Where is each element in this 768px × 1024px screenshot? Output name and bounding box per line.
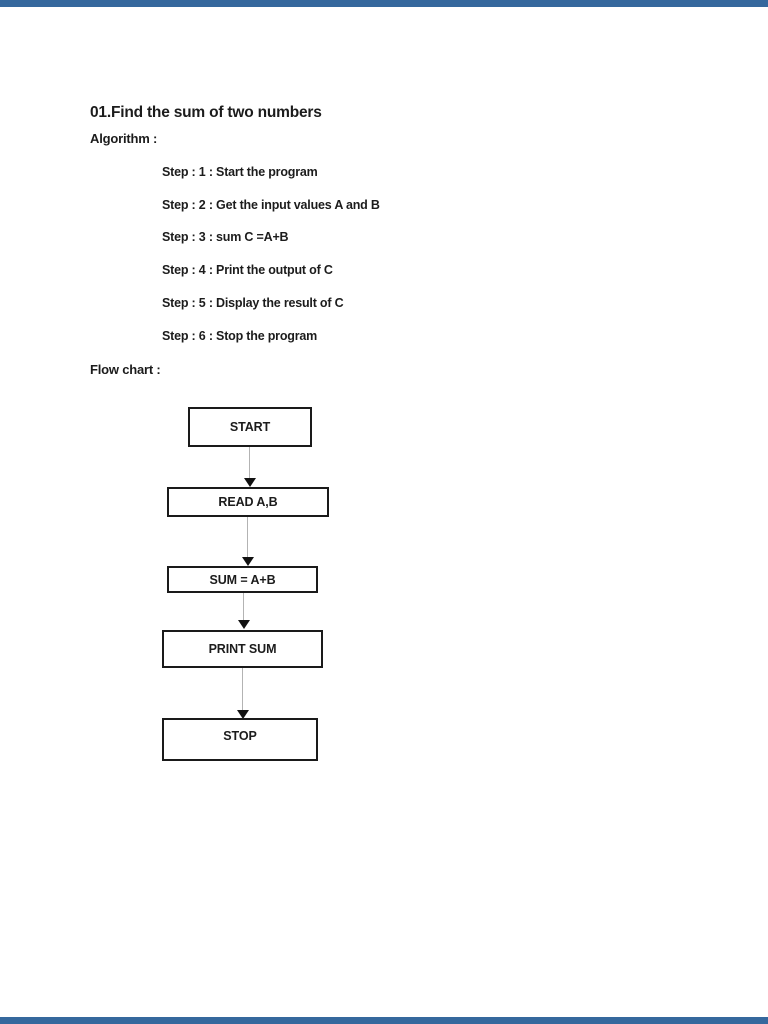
viewer-background-strip-bottom <box>0 1017 768 1024</box>
algorithm-step: Step : 2 : Get the input values A and B <box>162 198 380 212</box>
arrow-down-icon <box>244 478 256 487</box>
algorithm-step: Step : 4 : Print the output of C <box>162 263 333 277</box>
viewer-background-strip-top <box>0 0 768 7</box>
algorithm-step: Step : 5 : Display the result of C <box>162 296 344 310</box>
flowchart-node-read: READ A,B <box>167 487 329 517</box>
flowchart-connector <box>249 447 250 478</box>
flowchart-node-stop: STOP <box>162 718 318 761</box>
algorithm-step: Step : 1 : Start the program <box>162 165 318 179</box>
algorithm-heading: Algorithm : <box>90 131 158 146</box>
flowchart-connector <box>243 593 244 620</box>
flowchart-node-label: READ A,B <box>218 495 278 509</box>
flowchart-node-label: START <box>229 420 271 434</box>
arrow-down-icon <box>237 710 249 719</box>
flowchart-node-print: PRINT SUM <box>162 630 323 668</box>
flowchart-node-start: START <box>188 407 312 447</box>
arrow-down-icon <box>238 620 250 629</box>
algorithm-step: Step : 6 : Stop the program <box>162 329 318 343</box>
flowchart-heading: Flow chart : <box>90 362 161 377</box>
flowchart-node-label: PRINT SUM <box>208 642 277 656</box>
flowchart-node-label: STOP <box>223 729 257 743</box>
flowchart-connector <box>247 517 248 557</box>
flowchart-node-label: SUM = A+B <box>209 572 276 587</box>
algorithm-step: Step : 3 : sum C =A+B <box>162 230 289 244</box>
flowchart-node-sum: SUM = A+B <box>167 566 318 593</box>
flowchart-connector <box>242 668 243 710</box>
page-title: 01.Find the sum of two numbers <box>90 104 322 122</box>
arrow-down-icon <box>242 557 254 566</box>
